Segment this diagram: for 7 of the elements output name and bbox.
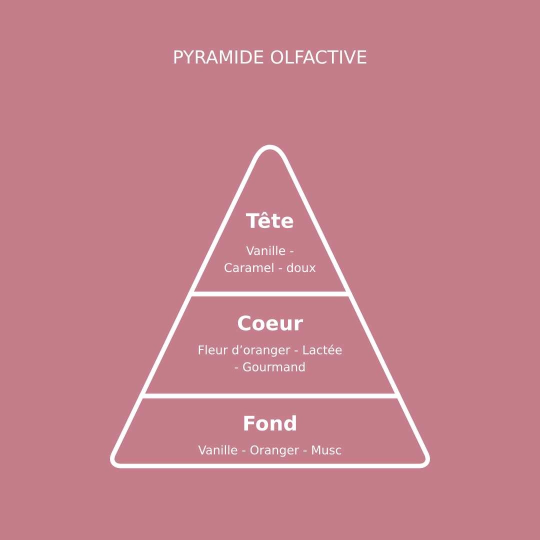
- diagram-title: PYRAMIDE OLFACTIVE: [174, 50, 366, 64]
- tier-notes: Fleur d’oranger - Lactée - Gourmand: [198, 344, 342, 372]
- tier-notes: Vanille - Caramel - doux: [224, 246, 316, 272]
- tier-heading: Coeur: [238, 315, 303, 331]
- tier-notes: Vanille - Oranger - Musc: [198, 445, 342, 457]
- tier-heading: Tête: [246, 212, 294, 228]
- tier-heading: Fond: [244, 415, 296, 431]
